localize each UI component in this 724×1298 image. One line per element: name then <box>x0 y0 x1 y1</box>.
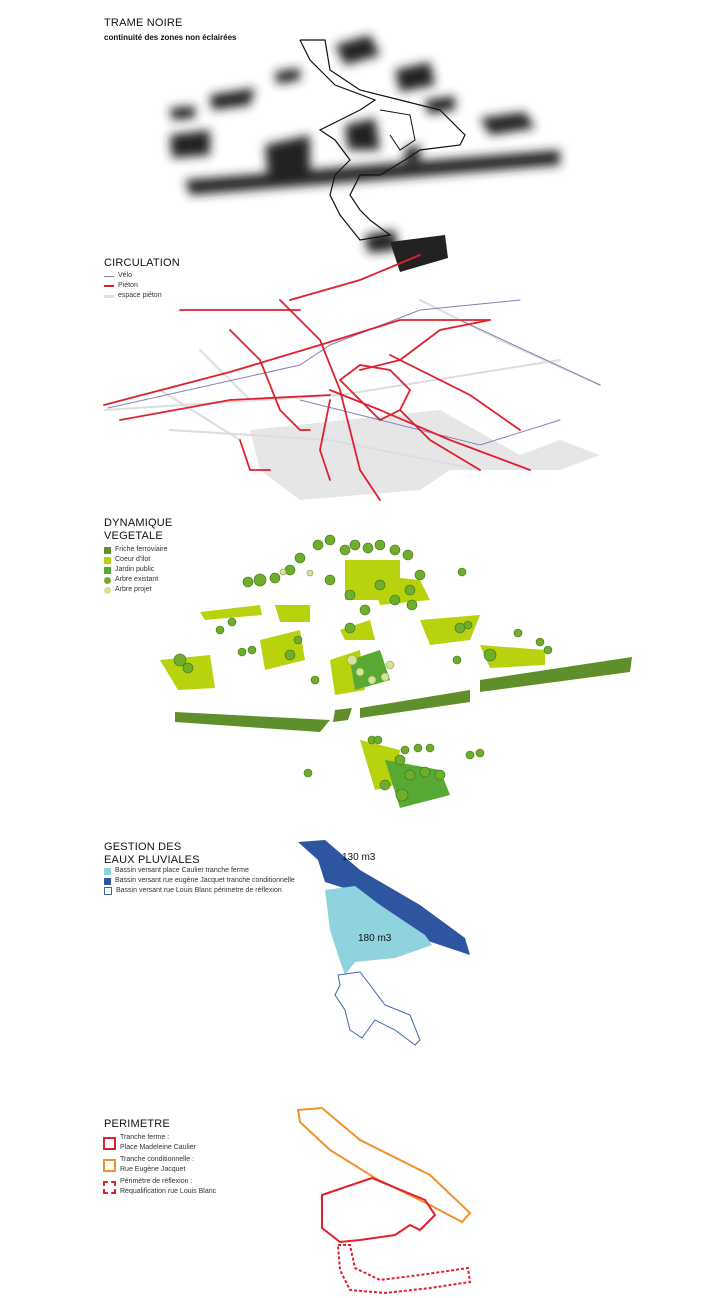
volume-light-label: 180 m3 <box>358 933 392 944</box>
perimetre-reflexion-swatch <box>103 1180 116 1194</box>
velo-swatch <box>104 275 114 277</box>
louis-blanc-swatch <box>104 887 112 895</box>
legend-item-espace-pieton: espace piéton <box>104 291 162 301</box>
perimetre-title: PERIMETRE <box>104 1118 170 1130</box>
legend-line: Rue Eugène Jacquet <box>120 1166 186 1173</box>
legend-line: Tranche ferme : <box>120 1134 170 1141</box>
legend-label: Friche ferroviaire <box>115 546 168 553</box>
espace-pieton-swatch <box>104 294 114 298</box>
legend-item-pieton: Piéton <box>104 281 162 291</box>
vegetale-legend: Friche ferroviaire Coeur d'ilot Jardin p… <box>104 545 168 595</box>
legend-label: Bassin versant rue Louis Blanc périmetre… <box>116 887 282 894</box>
circulation-legend: Vélo Piéton espace piéton <box>104 271 162 301</box>
tranche-conditionnelle-swatch <box>103 1158 116 1172</box>
trame-noire-title: TRAME NOIRE <box>104 17 183 29</box>
legend-label: Vélo <box>118 272 133 279</box>
title-line: DYNAMIQUE <box>104 517 173 529</box>
title-line: VEGETALE <box>104 530 163 542</box>
tree-icon <box>104 586 111 594</box>
legend-item-perimetre-reflexion: Périmètre de réflexion : Requalification … <box>103 1177 216 1197</box>
legend-label: espace piéton <box>118 292 162 299</box>
circulation-title: CIRCULATION <box>104 257 180 269</box>
vegetale-map <box>160 534 632 808</box>
eaux-legend: Bassin versant place Caulier tranche fer… <box>104 866 295 896</box>
legend-label: Coeur d'ilot <box>115 556 151 563</box>
legend-label: Arbre projet <box>115 586 152 593</box>
jardin-swatch <box>104 566 111 574</box>
eaux-pluviales-map <box>298 840 470 1046</box>
title-line: EAUX PLUVIALES <box>104 854 200 866</box>
legend-label: Jardin public <box>115 566 155 573</box>
legend-item-jardin: Jardin public <box>104 565 168 575</box>
legend-item-coeur-ilot: Coeur d'ilot <box>104 555 168 565</box>
circulation-map <box>103 254 601 501</box>
legend-item-jacquet: Bassin versant rue eugène Jacquet tranch… <box>104 876 295 886</box>
legend-item-tranche-conditionnelle: Tranche conditionnelle : Rue Eugène Jacqu… <box>103 1155 216 1175</box>
legend-label: Bassin versant rue eugène Jacquet tranch… <box>115 877 295 884</box>
legend-item-friche: Friche ferroviaire <box>104 545 168 555</box>
legend-item-arbre-projet: Arbre projet <box>104 585 168 595</box>
trame-noire-subtitle: continuité des zones non éclairées <box>104 33 237 42</box>
tranche-ferme-swatch <box>103 1136 116 1150</box>
legend-line: Requalification rue Louis Blanc <box>120 1188 217 1195</box>
legend-label: Tranche conditionnelle : Rue Eugène Jacqu… <box>120 1155 194 1175</box>
legend-label: Piéton <box>118 282 138 289</box>
coeur-ilot-swatch <box>104 556 111 564</box>
legend-item-caulier: Bassin versant place Caulier tranche fer… <box>104 866 295 876</box>
tree-icon <box>104 576 111 584</box>
legend-label: Tranche ferme : Place Madeleine Caulier <box>120 1133 196 1153</box>
title-line: GESTION DES <box>104 841 182 853</box>
friche-swatch <box>104 546 111 554</box>
legend-line: Périmètre de réflexion : <box>120 1178 193 1185</box>
legend-line: Tranche conditionnelle : <box>120 1156 195 1163</box>
legend-label: Périmètre de réflexion : Requalification … <box>120 1177 216 1197</box>
legend-item-tranche-ferme: Tranche ferme : Place Madeleine Caulier <box>103 1133 216 1153</box>
legend-label: Bassin versant place Caulier tranche fer… <box>115 867 249 874</box>
legend-line: Place Madeleine Caulier <box>120 1144 196 1151</box>
legend-label: Arbre existant <box>115 576 159 583</box>
jacquet-swatch <box>104 877 111 885</box>
trame-noire-map <box>170 35 560 272</box>
pieton-swatch <box>104 285 114 287</box>
legend-item-velo: Vélo <box>104 271 162 281</box>
volume-dark-label: 130 m3 <box>342 852 376 863</box>
perimetre-map <box>296 1106 472 1295</box>
perimetre-legend: Tranche ferme : Place Madeleine Caulier T… <box>103 1133 216 1197</box>
caulier-swatch <box>104 867 111 875</box>
legend-item-arbre-existant: Arbre existant <box>104 575 168 585</box>
legend-item-louis-blanc: Bassin versant rue Louis Blanc périmetre… <box>104 886 295 896</box>
